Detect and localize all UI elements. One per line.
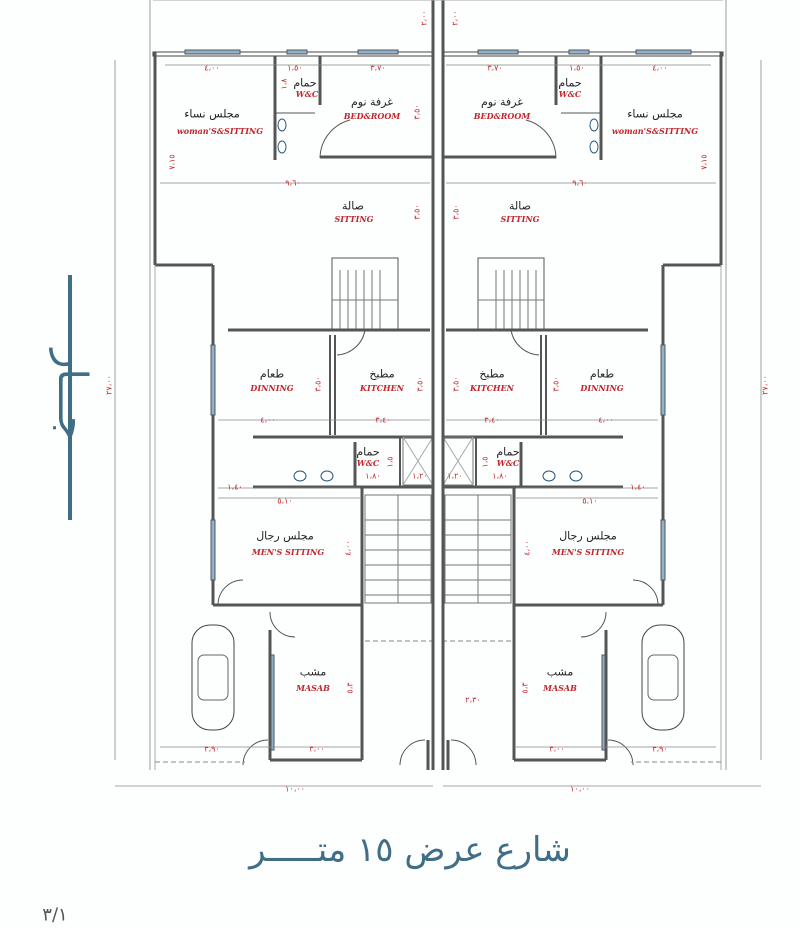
dim-total-depth: ٢٧،٠٠ xyxy=(104,375,114,395)
dim-men-depth: ٤،٠٠ xyxy=(343,540,353,556)
masab-label-ar: مشب xyxy=(546,665,574,679)
dim-woman-width: ٤،٠٠ xyxy=(204,63,220,73)
wc-top-label-en: W&C xyxy=(295,89,319,99)
dim-shaft-width: ١،٢٠ xyxy=(412,471,428,481)
wc-top-label-en: W&C xyxy=(558,89,582,99)
dim-kitchen-width: ٣،٤٠ xyxy=(484,415,500,425)
men-sitting-label-ar: مجلس رجال xyxy=(559,529,617,543)
sitting-label-en: SITTING xyxy=(334,214,374,224)
dim-kitchen-depth: ٣،٥٠ xyxy=(451,376,461,392)
woman-sitting-label-en: woman'S&SITTING xyxy=(176,126,264,136)
dim-wc-width: ١،٨٠ xyxy=(492,471,508,481)
bedroom-label-en: BED&ROOM xyxy=(343,111,401,121)
dim-dining-width: ٤،٠٠ xyxy=(260,415,276,425)
dim-men-width: ٥،١٠ xyxy=(582,496,598,506)
dim-total-depth: ٢٧،٠٠ xyxy=(760,375,770,395)
dim-unit-width: ١٠،٠٠ xyxy=(570,784,590,794)
dim-unit-width: ١٠،٠٠ xyxy=(285,784,305,794)
dim-kitchen-depth: ٣،٥٠ xyxy=(415,376,425,392)
kitchen-label-en: KITCHEN xyxy=(360,383,404,393)
dim-sitting-width: ٩،٦٠ xyxy=(572,178,588,188)
dim-masab-width: ٣،٠٠ xyxy=(309,744,325,754)
dim-masab-depth: ٥،٣ xyxy=(520,682,530,694)
masab-label-en: MASAB xyxy=(296,683,330,693)
men-sitting-label-en: MEN'S SITTING xyxy=(251,547,325,557)
dim-sitting-depth: ٣،٥٠ xyxy=(412,204,422,220)
dim-wc-width: ١،٨٠ xyxy=(365,471,381,481)
wc-label-en: W&C xyxy=(496,458,520,468)
kitchen-label-ar: مطبخ xyxy=(479,367,505,381)
dining-label-en: DINNING xyxy=(580,383,624,393)
wc-label-ar: حمام xyxy=(356,445,380,459)
dim-men-width: ٥،١٠ xyxy=(277,496,293,506)
dim-top-setback: ٢،٠٠ xyxy=(450,10,460,26)
bedroom-label-en: BED&ROOM xyxy=(473,111,531,121)
dim-top-setback: ٢،٠٠ xyxy=(419,10,429,26)
dim-wc-depth: ١،٥ xyxy=(480,456,490,468)
dining-label-en: DINNING xyxy=(250,383,294,393)
woman-sitting-label-en: woman'S&SITTING xyxy=(611,126,699,136)
men-sitting-label-ar: مجلس رجال xyxy=(256,529,314,543)
dim-woman-depth: ٧،١٥ xyxy=(699,154,709,170)
street-label: شارع عرض ١٥ متـــــر xyxy=(249,830,571,870)
dim-dining-depth: ٣،٥٠ xyxy=(551,376,561,392)
bedroom-label-ar: غرفة نوم xyxy=(480,95,524,109)
dim-wc-depth: ١،٥ xyxy=(385,456,395,468)
dim-kitchen-width: ٣،٤٠ xyxy=(375,415,391,425)
dim-woman-depth: ٧،١٥ xyxy=(167,154,177,170)
dim-sitting-depth: ٣،٥٠ xyxy=(451,204,461,220)
woman-sitting-label-ar: مجلس نساء xyxy=(184,107,240,121)
dining-label-ar: طعام xyxy=(589,367,615,381)
dim-bath-width: ١،٥٠ xyxy=(287,63,303,73)
sitting-label-ar: صالة xyxy=(509,199,531,213)
kitchen-label-ar: مطبخ xyxy=(369,367,395,381)
dim-masab-width: ٣،٠٠ xyxy=(549,744,565,754)
dim-corridor: ١،٤٠ xyxy=(227,482,243,492)
page-number: ٣/١ xyxy=(42,904,68,926)
dim-bath-width: ١،٥٠ xyxy=(569,63,585,73)
dim-dining-depth: ٣،٥٠ xyxy=(313,376,323,392)
dim-men-depth: ٤،٠٠ xyxy=(522,540,532,556)
dim-entry-width: ٢،٣٠ xyxy=(465,695,481,705)
dim-bedroom-depth: ٣،٥٠ xyxy=(412,104,422,120)
bedroom-label-ar: غرفة نوم xyxy=(350,95,394,109)
dim-parking-width: ٣،٩٠ xyxy=(652,744,668,754)
wc-top-label-ar: حمام xyxy=(558,76,582,90)
masab-label-ar: مشب xyxy=(299,665,327,679)
wc-label-en: W&C xyxy=(356,458,380,468)
sitting-label-en: SITTING xyxy=(500,214,540,224)
sitting-label-ar: صالة xyxy=(342,199,364,213)
men-sitting-label-en: MEN'S SITTING xyxy=(551,547,625,557)
dim-parking-width: ٣،٩٠ xyxy=(204,744,220,754)
dim-corridor: ١،٤٠ xyxy=(630,482,646,492)
dim-woman-width: ٤،٠٠ xyxy=(652,63,668,73)
dim-dining-width: ٤،٠٠ xyxy=(598,415,614,425)
dim-masab-depth: ٥،٣ xyxy=(345,682,355,694)
neighbor-label: جـــار xyxy=(49,349,95,441)
dim-shaft-width: ١،٢٠ xyxy=(447,471,463,481)
dim-bedroom-width: ٣،٧٠ xyxy=(370,63,386,73)
wc-label-ar: حمام xyxy=(496,445,520,459)
kitchen-label-en: KITCHEN xyxy=(470,383,514,393)
dim-sitting-width: ٩،٦٠ xyxy=(285,178,301,188)
dim-bedroom-width: ٣،٧٠ xyxy=(487,63,503,73)
wc-top-label-ar: حمام xyxy=(293,76,317,90)
masab-label-en: MASAB xyxy=(543,683,577,693)
dining-label-ar: طعام xyxy=(259,367,285,381)
woman-sitting-label-ar: مجلس نساء xyxy=(627,107,683,121)
dim-bath-depth: ١،٨ xyxy=(279,78,289,90)
